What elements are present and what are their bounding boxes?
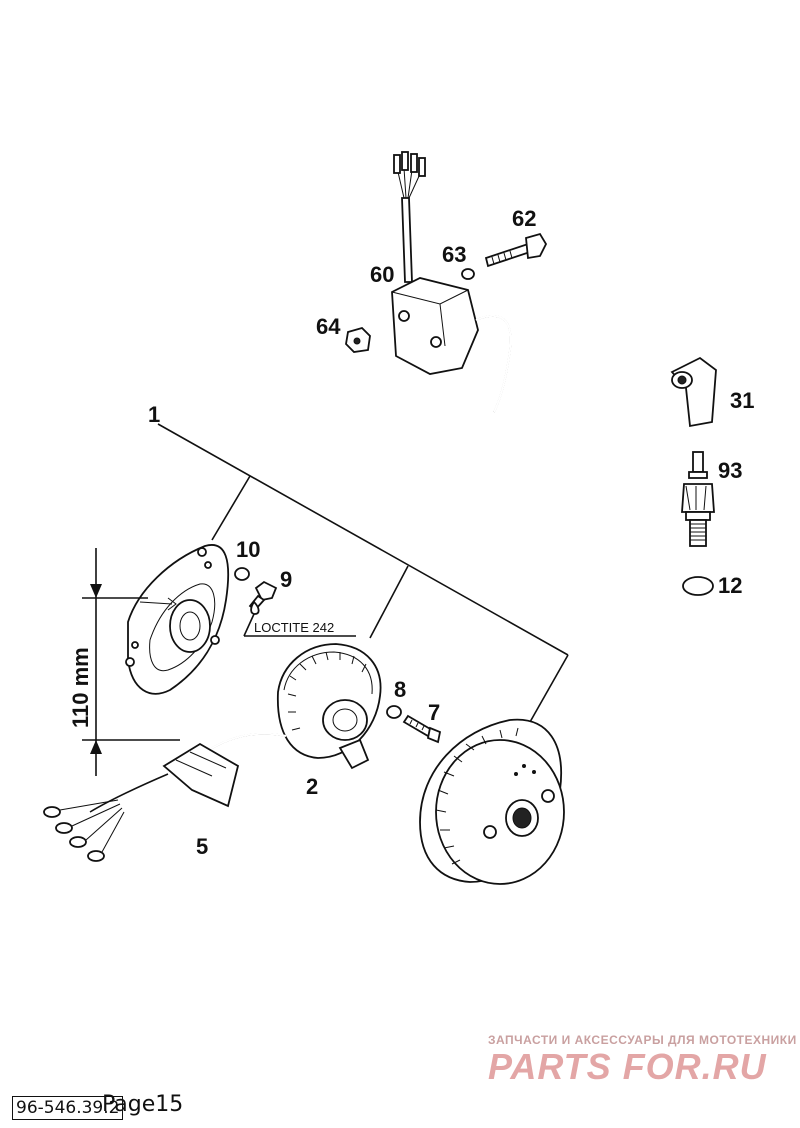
callout-8: 8 [394, 677, 406, 702]
page-number: Page15 [102, 1092, 184, 1117]
ignition-coil [391, 151, 512, 413]
loctite-label: LOCTITE 242 [254, 620, 334, 635]
callout-62: 62 [512, 206, 536, 231]
callout-12: 12 [718, 573, 742, 598]
spark-plug-93 [681, 451, 715, 547]
callout-63: 63 [442, 242, 466, 267]
callout-60: 60 [370, 262, 394, 287]
watermark-logo: PARTS FOR.RU [488, 1046, 767, 1087]
callout-5: 5 [196, 834, 208, 859]
bolt-62 [484, 232, 548, 268]
callout-1: 1 [148, 402, 160, 427]
washer-10 [234, 567, 250, 581]
bolt-7 [402, 714, 442, 744]
nut-64 [345, 326, 371, 353]
callout-10: 10 [236, 537, 260, 562]
regulator-5 [43, 732, 287, 862]
loctite-leader [243, 613, 255, 637]
callout-93: 93 [718, 458, 742, 483]
washer-63 [461, 268, 475, 280]
drawing-number: 96-546.39.2 [12, 1096, 124, 1120]
spark-plug-cap-31 [670, 356, 717, 428]
loctite-drop [250, 600, 260, 615]
washer-8 [386, 705, 402, 719]
callout-7: 7 [428, 700, 440, 725]
callout-2: 2 [306, 774, 318, 799]
callout-1-leaders [157, 423, 569, 723]
stator-plate [125, 544, 230, 695]
flywheel-rotor [419, 718, 565, 885]
dimension-label: 110 mm [68, 647, 93, 728]
callout-31: 31 [730, 388, 754, 413]
watermark-tagline: ЗАПЧАСТИ И АКСЕССУАРЫ ДЛЯ МОТОТЕХНИКИ [488, 1033, 797, 1047]
o-ring-12 [682, 576, 714, 596]
stator-coil-2 [277, 643, 382, 770]
dimension-110mm [82, 548, 180, 776]
callout-64: 64 [316, 314, 341, 339]
callout-9: 9 [280, 567, 292, 592]
